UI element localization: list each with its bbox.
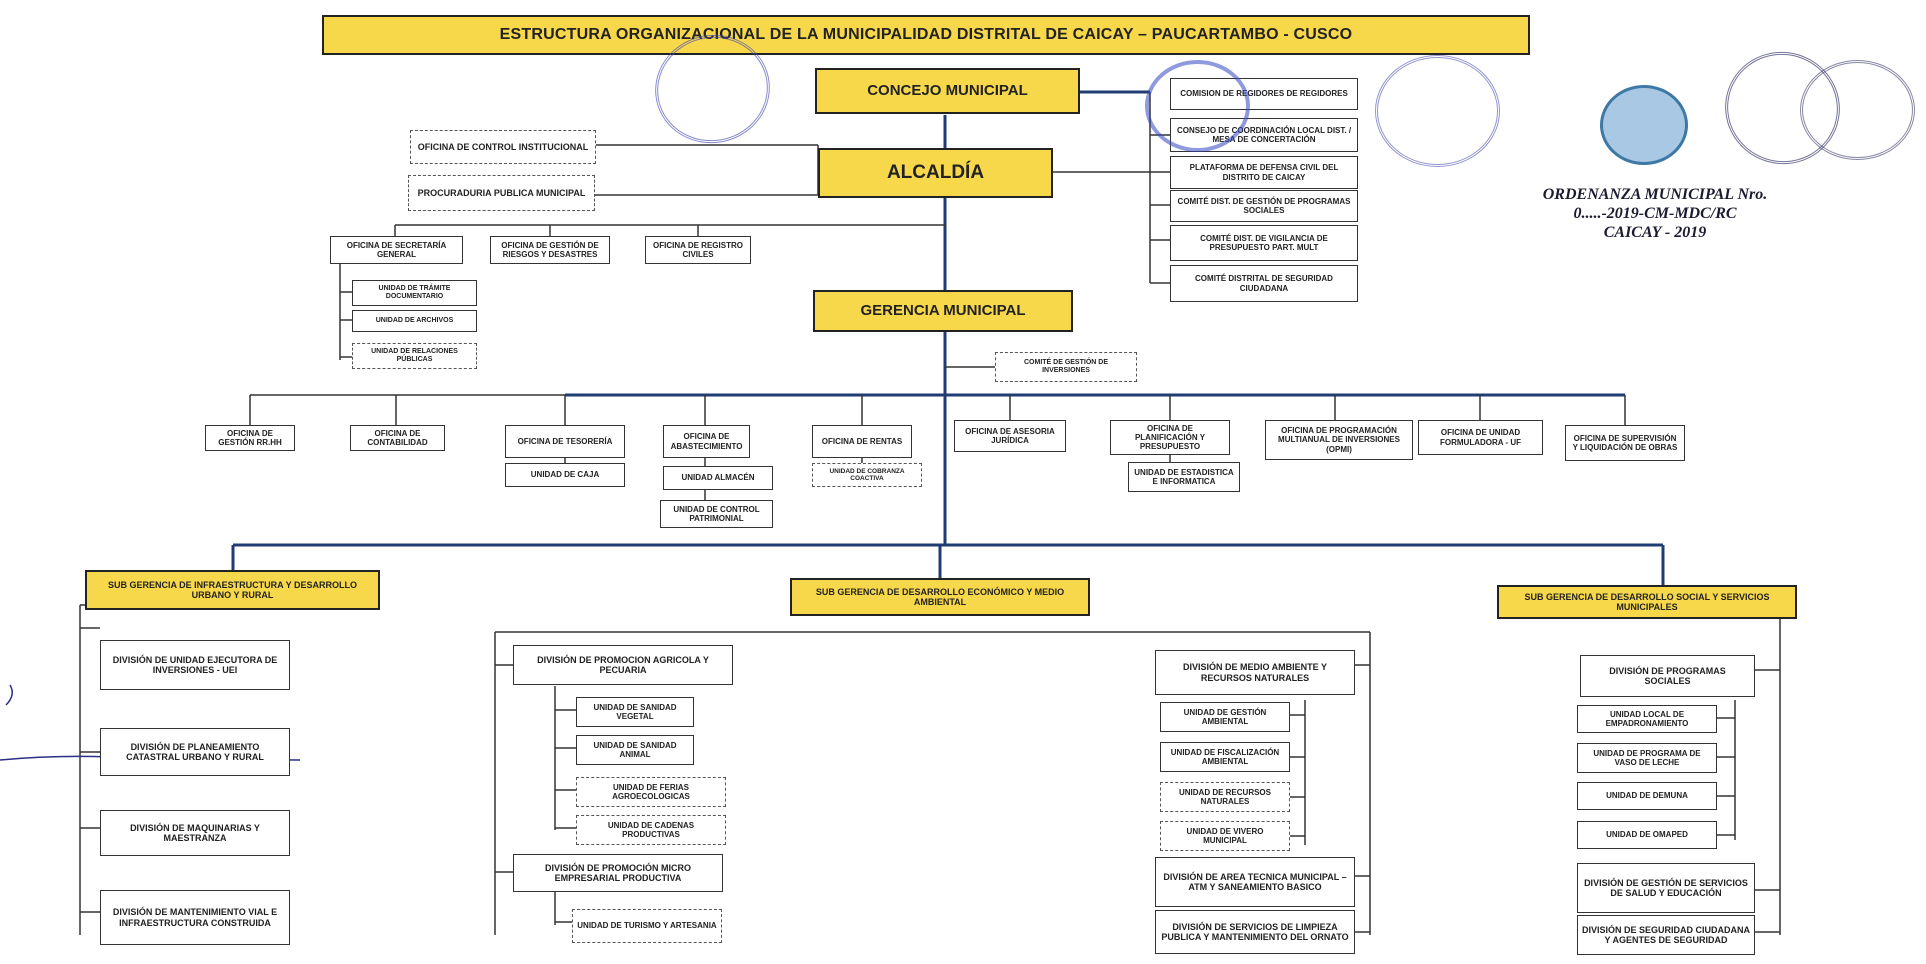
- unidad-fiscalizacion-ambiental: UNIDAD DE FISCALIZACIÓN AMBIENTAL: [1160, 742, 1290, 772]
- oficina-programacion-multianual: OFICINA DE PROGRAMACIÓN MULTIANUAL DE IN…: [1265, 420, 1413, 460]
- oficina-rentas: OFICINA DE RENTAS: [812, 425, 912, 458]
- division-programas-sociales: DIVISIÓN DE PROGRAMAS SOCIALES: [1580, 655, 1755, 697]
- unidad-control-patrimonial: UNIDAD DE CONTROL PATRIMONIAL: [660, 500, 773, 528]
- unidad-turismo-artesania: UNIDAD DE TURISMO Y ARTESANIA: [572, 909, 722, 943]
- division-promocion-micro-empresarial: DIVISIÓN DE PROMOCIÓN MICRO EMPRESARIAL …: [513, 854, 723, 892]
- oficina-tesoreria: OFICINA DE TESORERÍA: [505, 425, 625, 458]
- unidad-vaso-de-leche: UNIDAD DE PROGRAMA DE VASO DE LECHE: [1577, 743, 1717, 773]
- municipal-logo: [1600, 85, 1688, 165]
- unidad-ferias-agroecologicas: UNIDAD DE FERIAS AGROECOLOGICAS: [576, 777, 726, 807]
- unidad-local-empadronamiento: UNIDAD LOCAL DE EMPADRONAMIENTO: [1577, 705, 1717, 733]
- oficina-contabilidad: OFICINA DE CONTABILIDAD: [350, 425, 445, 451]
- oficina-control-institucional: OFICINA DE CONTROL INSTITUCIONAL: [410, 130, 596, 164]
- committee-vigilancia-presupuesto: COMITÉ DIST. DE VIGILANCIA DE PRESUPUEST…: [1170, 225, 1358, 261]
- unidad-omaped: UNIDAD DE OMAPED: [1577, 821, 1717, 849]
- unidad-cadenas-productivas: UNIDAD DE CADENAS PRODUCTIVAS: [576, 815, 726, 845]
- ordinance-line-2: 0.....-2019-CM-MDC/RC: [1573, 205, 1737, 223]
- oficina-asesoria-juridica: OFICINA DE ASESORIA JURÍDICA: [954, 420, 1066, 452]
- chart-title: ESTRUCTURA ORGANIZACIONAL DE LA MUNICIPA…: [322, 15, 1530, 55]
- division-seguridad-ciudadana: DIVISIÓN DE SEGURIDAD CIUDADANA Y AGENTE…: [1577, 915, 1755, 955]
- stamp-seal-center: [1145, 60, 1250, 152]
- oficina-gestion-rrhh: OFICINA DE GESTIÓN RR.HH: [205, 425, 295, 451]
- unidad-almacen: UNIDAD ALMACÉN: [663, 466, 773, 490]
- division-area-tecnica-municipal: DIVISIÓN DE AREA TECNICA MUNICIPAL – ATM…: [1155, 857, 1355, 907]
- oficina-supervision-liquidacion: OFICINA DE SUPERVISIÓN Y LIQUIDACIÓN DE …: [1565, 425, 1685, 461]
- division-planeamiento-catastral: DIVISIÓN DE PLANEAMIENTO CATASTRAL URBAN…: [100, 728, 290, 776]
- division-salud-educacion: DIVISIÓN DE GESTIÓN DE SERVICIOS DE SALU…: [1577, 863, 1755, 913]
- unidad-recursos-naturales: UNIDAD DE RECURSOS NATURALES: [1160, 782, 1290, 812]
- subgerencia-desarrollo-economico: SUB GERENCIA DE DESARROLLO ECONÓMICO Y M…: [790, 578, 1090, 616]
- committee-seguridad-ciudadana: COMITÉ DISTRITAL DE SEGURIDAD CIUDADANA: [1170, 265, 1358, 302]
- stamp-seal-right-2: [1800, 60, 1915, 160]
- unidad-archivos: UNIDAD DE ARCHIVOS: [352, 310, 477, 332]
- oficina-gestion-riesgos: OFICINA DE GESTIÓN DE RIESGOS Y DESASTRE…: [490, 236, 610, 264]
- oficina-planificacion-presupuesto: OFICINA DE PLANIFICACIÓN Y PRESUPUESTO: [1110, 420, 1230, 455]
- gerencia-municipal-box: GERENCIA MUNICIPAL: [813, 290, 1073, 332]
- unidad-sanidad-animal: UNIDAD DE SANIDAD ANIMAL: [576, 735, 694, 765]
- unidad-tramite-documentario: UNIDAD DE TRÁMITE DOCUMENTARIO: [352, 280, 477, 306]
- unidad-cobranza-coactiva: UNIDAD DE COBRANZA COACTIVA: [812, 463, 922, 487]
- unidad-estadistica-informatica: UNIDAD DE ESTADISTICA E INFORMATICA: [1128, 462, 1240, 492]
- unidad-sanidad-vegetal: UNIDAD DE SANIDAD VEGETAL: [576, 697, 694, 727]
- oficina-registro-civiles: OFICINA DE REGISTRO CIVILES: [645, 236, 751, 264]
- division-servicios-limpieza: DIVISIÓN DE SERVICIOS DE LIMPIEZA PUBLIC…: [1155, 910, 1355, 954]
- committee-defensa-civil: PLATAFORMA DE DEFENSA CIVIL DEL DISTRITO…: [1170, 156, 1358, 189]
- stamp-seal-center-right: [1375, 55, 1500, 167]
- oficina-abastecimiento: OFICINA DE ABASTECIMIENTO: [663, 425, 750, 458]
- unidad-demuna: UNIDAD DE DEMUNA: [1577, 782, 1717, 810]
- oficina-secretaria-general: OFICINA DE SECRETARÍA GENERAL: [330, 236, 463, 264]
- unidad-relaciones-publicas: UNIDAD DE RELACIONES PÚBLICAS: [352, 343, 477, 369]
- unidad-caja: UNIDAD DE CAJA: [505, 463, 625, 487]
- concejo-municipal-box: CONCEJO MUNICIPAL: [815, 68, 1080, 114]
- division-mantenimiento-vial: DIVISIÓN DE MANTENIMIENTO VIAL E INFRAES…: [100, 890, 290, 945]
- ordinance-note: ORDENANZA MUNICIPAL Nro. 0.....-2019-CM-…: [1490, 185, 1820, 243]
- division-promocion-agricola: DIVISIÓN DE PROMOCION AGRICOLA Y PECUARI…: [513, 645, 733, 685]
- alcaldia-box: ALCALDÍA: [818, 148, 1053, 198]
- unidad-vivero-municipal: UNIDAD DE VIVERO MUNICIPAL: [1160, 821, 1290, 851]
- subgerencia-desarrollo-social: SUB GERENCIA DE DESARROLLO SOCIAL Y SERV…: [1497, 585, 1797, 619]
- subgerencia-infraestructura: SUB GERENCIA DE INFRAESTRUCTURA Y DESARR…: [85, 570, 380, 610]
- committee-programas-sociales: COMITÉ DIST. DE GESTIÓN DE PROGRAMAS SOC…: [1170, 190, 1358, 222]
- procuraduria-publica: PROCURADURIA PUBLICA MUNICIPAL: [408, 175, 595, 211]
- unidad-gestion-ambiental: UNIDAD DE GESTIÓN AMBIENTAL: [1160, 702, 1290, 732]
- division-maquinarias: DIVISIÓN DE MAQUINARIAS Y MAESTRANZA: [100, 810, 290, 856]
- division-medio-ambiente: DIVISIÓN DE MEDIO AMBIENTE Y RECURSOS NA…: [1155, 650, 1355, 695]
- ordinance-line-3: CAICAY - 2019: [1603, 224, 1707, 242]
- comite-gestion-inversiones: COMITÉ DE GESTIÓN DE INVERSIONES: [995, 352, 1137, 382]
- oficina-unidad-formuladora: OFICINA DE UNIDAD FORMULADORA - UF: [1418, 420, 1543, 455]
- division-unidad-ejecutora: DIVISIÓN DE UNIDAD EJECUTORA DE INVERSIO…: [100, 640, 290, 690]
- ordinance-line-1: ORDENANZA MUNICIPAL Nro.: [1542, 186, 1768, 203]
